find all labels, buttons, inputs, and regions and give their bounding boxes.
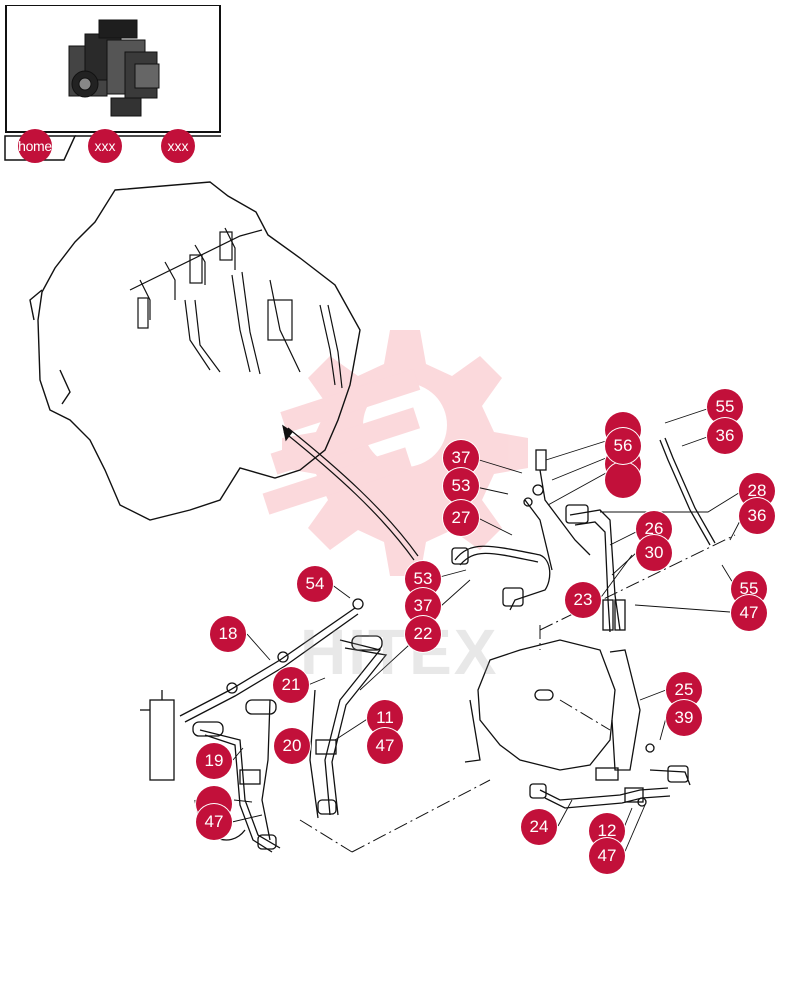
callout-19[interactable]: 19 [196, 743, 232, 779]
breadcrumb-xxx-2-button[interactable]: xxx [161, 129, 195, 163]
callout-47-bottom[interactable]: 47 [589, 838, 625, 874]
upper-right-pipe-assembly [451, 437, 716, 633]
callout-leader-lines [231, 407, 743, 857]
callout-53-upper[interactable]: 53 [443, 468, 479, 504]
callout-21[interactable]: 21 [273, 667, 309, 703]
callout-54[interactable]: 54 [297, 566, 333, 602]
callout-39[interactable]: 39 [666, 700, 702, 736]
engine-thumbnail-frame [5, 5, 221, 133]
engine-thumbnail-image [68, 19, 160, 117]
return-pipe-arrow [282, 424, 419, 561]
breadcrumb-xxx-1-button[interactable]: xxx [88, 129, 122, 163]
watermark-gear-logo [262, 330, 528, 576]
callout-22[interactable]: 22 [405, 616, 441, 652]
callout-36-upper[interactable]: 36 [707, 418, 743, 454]
callout-27[interactable]: 27 [443, 500, 479, 536]
engine-outline [29, 181, 361, 521]
callout-23[interactable]: 23 [565, 582, 601, 618]
callout-18[interactable]: 18 [210, 616, 246, 652]
fuel-pump-and-bracket [464, 639, 691, 809]
callout-36-right[interactable]: 36 [739, 498, 775, 534]
callout-20[interactable]: 20 [274, 728, 310, 764]
engine-injector-lines [129, 227, 343, 389]
callout-47-left[interactable]: 47 [196, 804, 232, 840]
lower-left-injector-assembly [140, 598, 388, 853]
callout-47-right[interactable]: 47 [731, 595, 767, 631]
callout-47-center[interactable]: 47 [367, 728, 403, 764]
callout-24[interactable]: 24 [521, 809, 557, 845]
callout-stack-background-3 [605, 462, 641, 498]
home-button[interactable]: home [18, 129, 52, 163]
callout-30[interactable]: 30 [636, 535, 672, 571]
callout-56[interactable]: 56 [605, 428, 641, 464]
